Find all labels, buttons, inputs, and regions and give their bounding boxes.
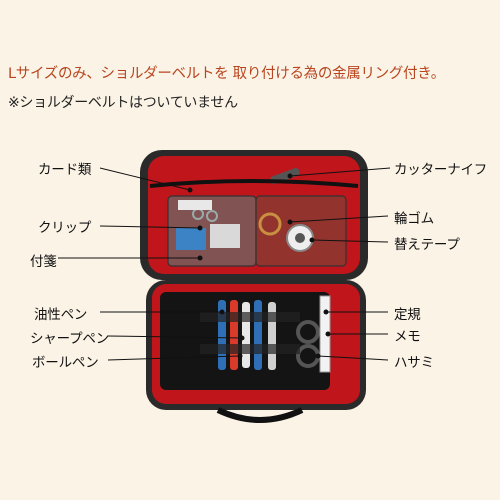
leader-dots: [187, 173, 331, 359]
label-card: カード類: [38, 162, 92, 178]
label-refill-tape: 替えテープ: [394, 237, 460, 253]
label-memo: メモ: [394, 329, 421, 345]
label-mechanical-pencil: シャープペン: [30, 331, 109, 347]
label-rubber-band: 輪ゴム: [394, 211, 434, 227]
label-sticky-notes: 付箋: [30, 254, 57, 270]
label-cutter-knife: カッターナイフ: [394, 162, 488, 178]
note-text: ※ショルダーベルトはついていません: [8, 95, 238, 111]
label-ballpoint-pen: ボールペン: [32, 355, 99, 371]
pouch-top-lid: [140, 150, 368, 280]
label-scissors: ハサミ: [394, 355, 434, 371]
label-ruler: 定規: [394, 307, 421, 323]
label-clip: クリップ: [38, 220, 92, 236]
label-marker: 油性ペン: [34, 307, 88, 323]
pouch-bottom-base: [146, 280, 366, 423]
leader-lines: [58, 167, 391, 361]
headline: Lサイズのみ、ショルダーベルトを 取り付ける為の金属リング付き。: [8, 66, 445, 82]
